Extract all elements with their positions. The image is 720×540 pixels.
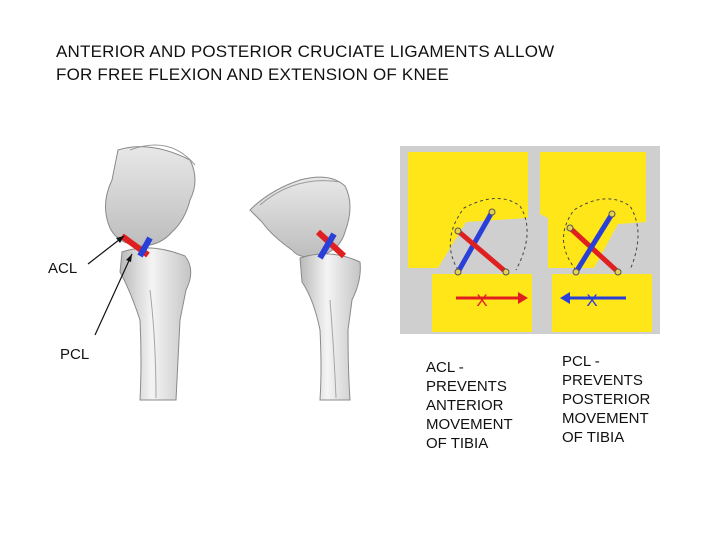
title-line-2: FOR FREE FLEXION AND EXTENSION OF KNEE xyxy=(56,65,449,84)
acl-pointer-line xyxy=(87,235,125,265)
pcl-ligament-flexed xyxy=(137,236,153,258)
tibia-block-right xyxy=(552,274,652,332)
pcl-schematic-left xyxy=(455,210,495,274)
block-marker-right: X xyxy=(586,291,597,310)
acl-label: ACL xyxy=(48,260,78,277)
pcl-caption: PCL - PREVENTS POSTERIOR MOVEMENT OF TIB… xyxy=(562,352,650,447)
pcl-caption-line: PREVENTS xyxy=(562,372,643,389)
pcl-caption-line: MOVEMENT xyxy=(562,410,649,427)
acl-caption: ACL - PREVENTS ANTERIOR MOVEMENT OF TIBI… xyxy=(426,358,513,453)
anterior-arrowhead xyxy=(518,292,528,304)
pcl-caption-line: OF TIBIA xyxy=(562,429,625,446)
block-marker-left: X xyxy=(476,291,487,310)
pcl-pointer-line xyxy=(94,253,133,336)
pcl-caption-line: PCL - xyxy=(562,353,600,370)
diagram-title: ANTERIOR AND POSTERIOR CRUCIATE LIGAMENT… xyxy=(56,40,554,86)
acl-caption-line: ANTERIOR xyxy=(426,397,504,414)
ligament-schematic-panel: X X xyxy=(400,146,660,334)
tibia-block-left xyxy=(432,274,532,332)
pcl-schematic-right xyxy=(573,212,615,274)
acl-arrowhead xyxy=(116,236,124,243)
extended-knee-drawing xyxy=(249,176,361,401)
flexed-knee-drawing xyxy=(105,144,196,401)
acl-caption-line: OF TIBIA xyxy=(426,435,489,452)
acl-schematic-right xyxy=(568,226,620,274)
acl-caption-line: ACL - xyxy=(426,359,464,376)
acl-schematic-left xyxy=(456,229,508,274)
femur-block-right xyxy=(540,152,646,268)
pcl-ligament-extended xyxy=(317,232,337,260)
pcl-label: PCL xyxy=(60,346,90,363)
acl-caption-line: MOVEMENT xyxy=(426,416,513,433)
pcl-caption-line: POSTERIOR xyxy=(562,391,651,408)
pcl-arrowhead xyxy=(126,254,132,262)
femur-block-left xyxy=(408,152,528,268)
title-line-1: ANTERIOR AND POSTERIOR CRUCIATE LIGAMENT… xyxy=(56,42,555,61)
acl-caption-line: PREVENTS xyxy=(426,378,507,395)
posterior-arrowhead xyxy=(560,292,570,304)
